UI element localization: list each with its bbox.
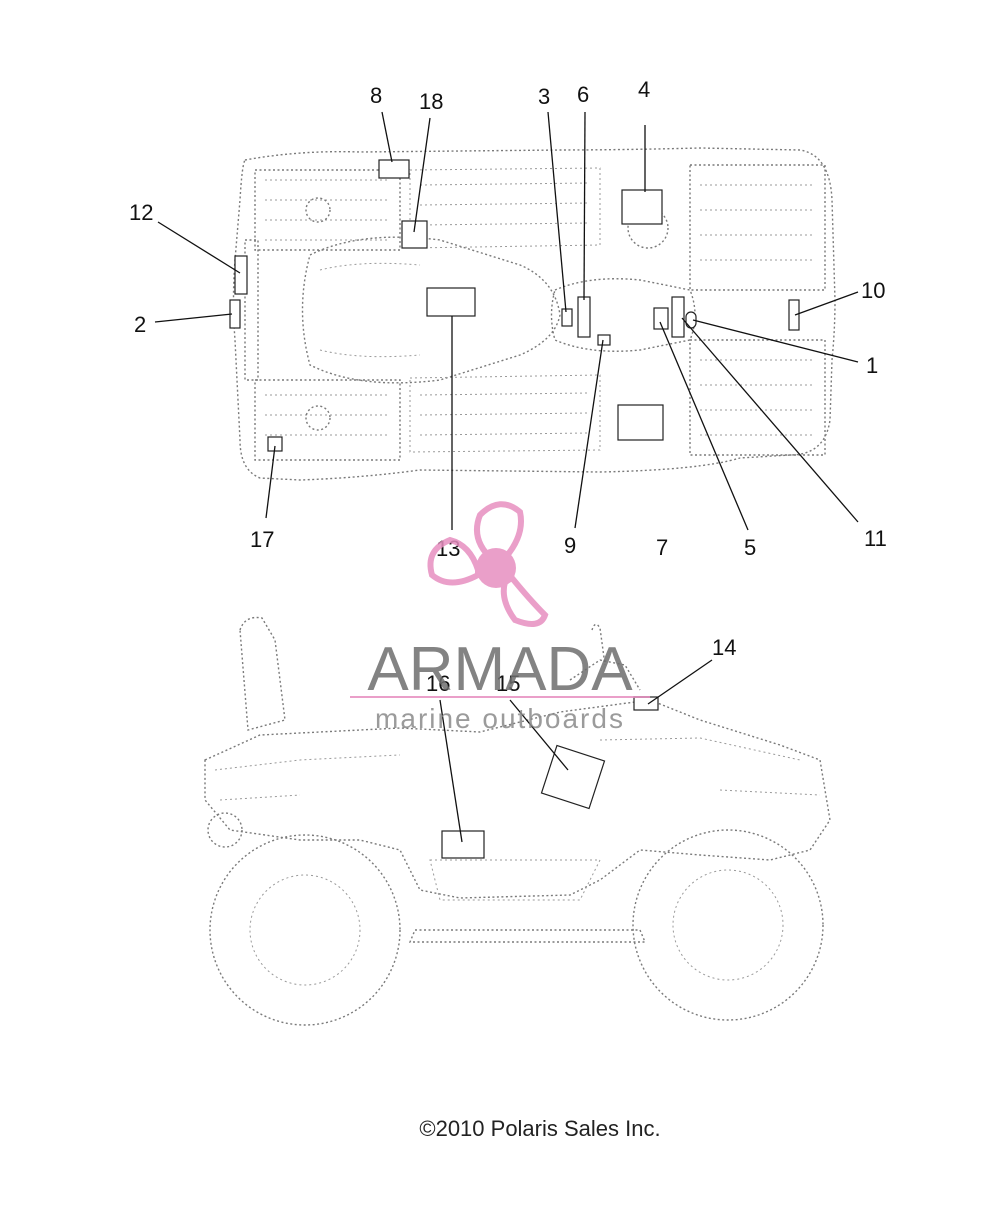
callout-7: 7 bbox=[656, 535, 668, 560]
callout-17: 17 bbox=[250, 527, 274, 552]
callout-3: 3 bbox=[538, 84, 550, 109]
leader-5 bbox=[659, 321, 749, 531]
leader-9 bbox=[574, 339, 604, 529]
leader-16 bbox=[439, 699, 463, 843]
leader-18 bbox=[413, 117, 431, 233]
leader-12 bbox=[157, 221, 241, 274]
decal-7-rect bbox=[617, 404, 664, 441]
watermark-tagline: marine outboards bbox=[375, 703, 625, 734]
leader-lines bbox=[154, 111, 859, 843]
atv-top-view bbox=[229, 147, 836, 481]
leader-3 bbox=[547, 111, 567, 313]
decal-3-rect bbox=[561, 308, 573, 327]
callout-5: 5 bbox=[744, 535, 756, 560]
callout-16: 16 bbox=[426, 671, 450, 696]
decal-5-rect bbox=[653, 307, 669, 330]
callout-4: 4 bbox=[638, 77, 650, 102]
callout-18: 18 bbox=[419, 89, 443, 114]
decal-9-rect bbox=[597, 334, 611, 346]
leader-6 bbox=[583, 111, 586, 301]
callout-12: 12 bbox=[129, 200, 153, 225]
decal-10-rect bbox=[788, 299, 800, 331]
callout-14: 14 bbox=[712, 635, 736, 660]
leader-15 bbox=[509, 699, 569, 771]
leader-17 bbox=[265, 445, 276, 519]
propeller-logo-icon bbox=[427, 501, 549, 627]
armada-watermark: ARMADA marine outboards bbox=[350, 501, 650, 734]
decal-12-rect bbox=[234, 255, 248, 295]
leader-8 bbox=[381, 111, 393, 163]
leader-11 bbox=[681, 317, 859, 523]
decal-4-rect bbox=[621, 189, 663, 225]
callout-15: 15 bbox=[496, 671, 520, 696]
callout-9: 9 bbox=[564, 533, 576, 558]
callout-2: 2 bbox=[134, 312, 146, 337]
watermark-brand: ARMADA bbox=[367, 635, 633, 704]
atv-side-view bbox=[204, 616, 831, 1026]
decal-6-rect bbox=[577, 296, 591, 338]
decal-11-rect bbox=[671, 296, 685, 338]
leader-1 bbox=[692, 319, 859, 363]
callout-1: 1 bbox=[866, 353, 878, 378]
leader-14 bbox=[647, 659, 713, 705]
callout-8: 8 bbox=[370, 83, 382, 108]
callout-10: 10 bbox=[861, 278, 885, 303]
callout-6: 6 bbox=[577, 82, 589, 107]
decal-8-rect bbox=[378, 159, 410, 179]
leader-2 bbox=[154, 313, 233, 323]
decal-13-rect bbox=[426, 287, 476, 317]
leader-10 bbox=[794, 291, 859, 316]
copyright-text: ©2010 Polaris Sales Inc. bbox=[419, 1116, 660, 1141]
callout-11: 11 bbox=[864, 526, 887, 551]
decal-15-rect bbox=[540, 744, 606, 810]
decal-16-rect bbox=[441, 830, 485, 859]
